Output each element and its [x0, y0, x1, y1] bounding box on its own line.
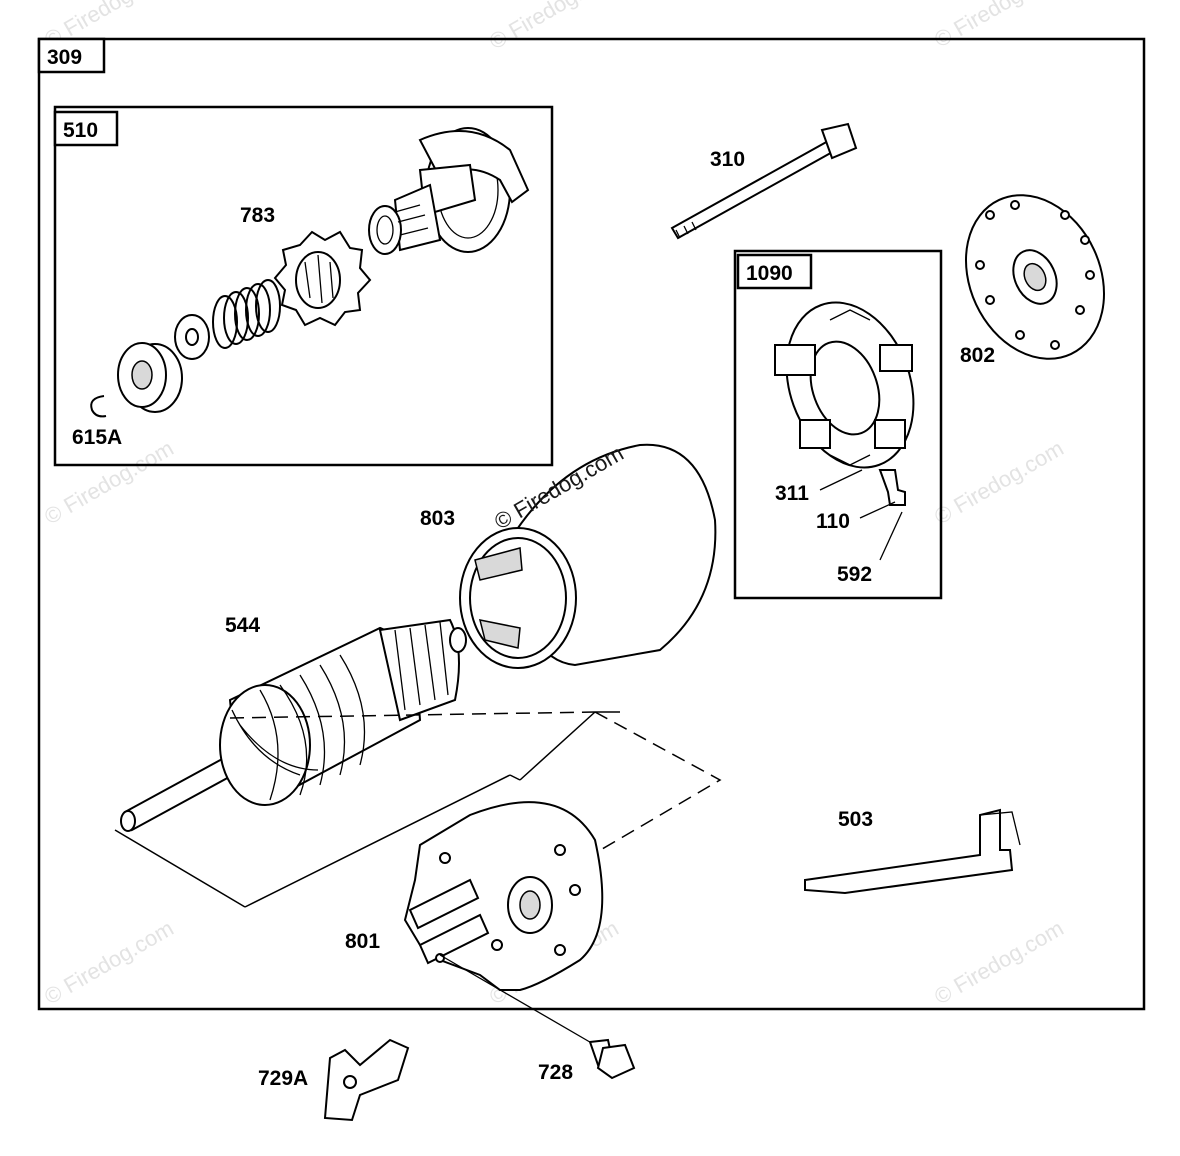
- dashed-outline-edge: [579, 711, 722, 863]
- assembly-1090-frame: [733, 249, 943, 600]
- part-label-110: 110: [816, 510, 850, 533]
- watermark: © Firedog.com: [930, 915, 1068, 1009]
- leader-311: [819, 469, 863, 491]
- leader-728: [439, 954, 596, 1046]
- part-label-802: 802: [960, 344, 995, 367]
- watermark: © Firedog.com: [40, 915, 178, 1009]
- leader-592: [879, 511, 903, 561]
- leader-110: [859, 501, 896, 519]
- part-label-729a: 729A: [258, 1067, 308, 1090]
- part-label-503: 503: [838, 808, 873, 831]
- assembly-309-label: 309: [47, 46, 82, 69]
- watermark: © Firedog.com: [485, 0, 623, 54]
- assembly-510-frame: [53, 105, 554, 467]
- pinion-gear-drawing: [273, 230, 372, 327]
- brush-holder-drawing: [774, 301, 915, 506]
- housing-drawing: [459, 443, 717, 669]
- assembly-510-tag: [53, 110, 119, 147]
- assembly-309-tag: [37, 37, 106, 74]
- brush-strap-drawing: [804, 808, 1021, 895]
- part-label-615a: 615A: [72, 426, 122, 449]
- watermark: © Firedog.com: [930, 0, 1068, 52]
- clip-drawing: [323, 1038, 410, 1122]
- retaining-ring-drawing: [90, 395, 107, 418]
- watermark: © Firedog.com: [40, 435, 178, 529]
- part-label-783: 783: [240, 204, 275, 227]
- part-label-544: 544: [225, 614, 260, 637]
- part-label-803: 803: [420, 507, 455, 530]
- watermark: © Firedog.com: [930, 435, 1068, 529]
- assembly-309-frame: [37, 37, 1146, 1011]
- mounting-bracket-drawing: [403, 801, 604, 991]
- armature-drawing: [120, 618, 467, 832]
- dashed-outline-segment: [229, 711, 596, 719]
- drive-housing-drawing: [368, 127, 530, 255]
- part-label-592: 592: [837, 563, 872, 586]
- stop-collar-drawing: [117, 342, 183, 413]
- washer-drawing: [174, 314, 210, 360]
- part-label-728: 728: [538, 1061, 573, 1084]
- assembly-1090-tag: [736, 253, 813, 290]
- through-bolt-drawing: [670, 122, 858, 240]
- screw-drawing: [588, 1038, 636, 1080]
- part-label-311: 311: [775, 482, 809, 505]
- assembly-510-label: 510: [63, 119, 98, 142]
- dashed-outline: [114, 711, 620, 908]
- part-label-310: 310: [710, 148, 745, 171]
- spring-drawing: [212, 279, 281, 349]
- part-label-801: 801: [345, 930, 380, 953]
- end-cap-drawing: [965, 194, 1105, 360]
- assembly-1090-label: 1090: [746, 262, 793, 285]
